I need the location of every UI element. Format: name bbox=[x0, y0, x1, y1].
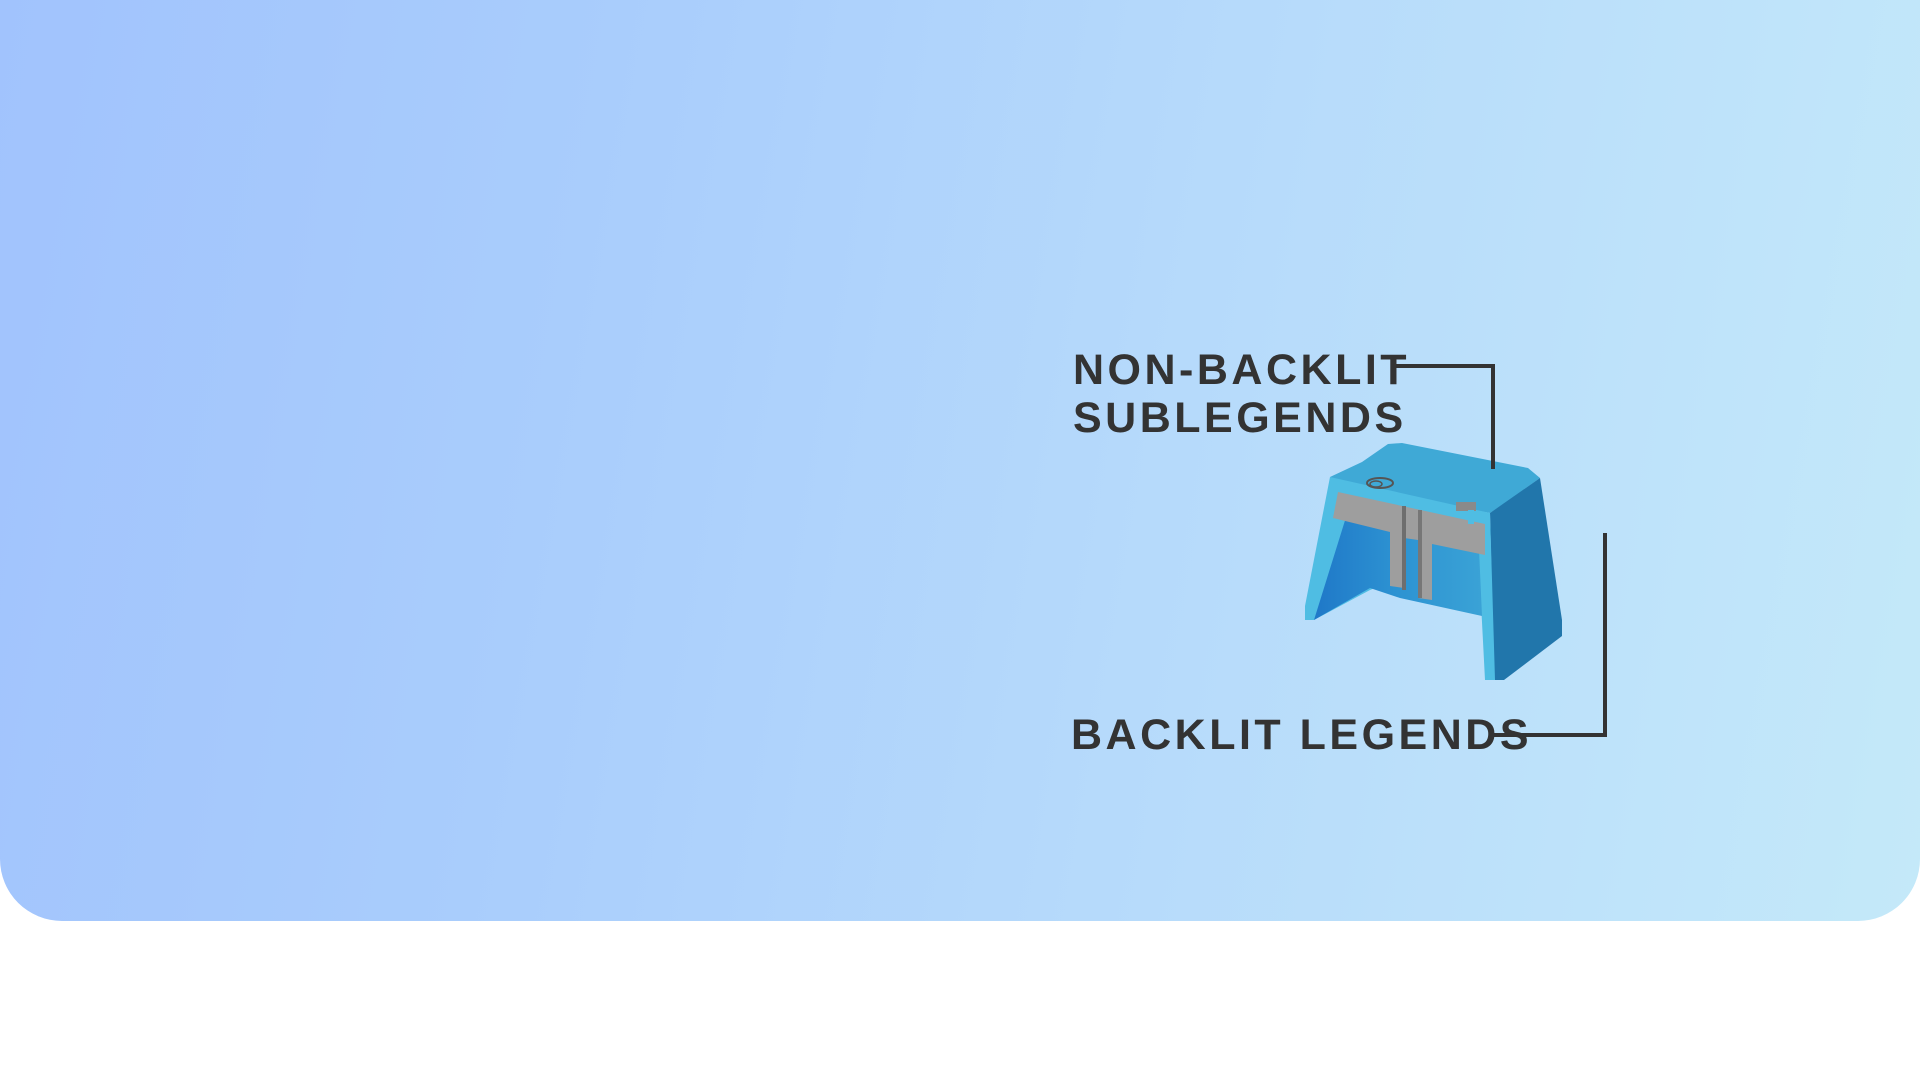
keycap-top bbox=[1330, 443, 1540, 513]
label-line: NON-BACKLIT bbox=[1073, 346, 1411, 394]
banner-background bbox=[0, 0, 1920, 921]
callout-line-non-backlit bbox=[1393, 364, 1495, 469]
keycap-right-side bbox=[1490, 478, 1562, 680]
non-backlit-sublegends-label: NON-BACKLIT SUBLEGENDS bbox=[1073, 346, 1410, 442]
backlit-legends-label: BACKLIT LEGENDS bbox=[1071, 711, 1532, 759]
callout-line-backlit bbox=[1489, 533, 1607, 737]
keycap-stem-bar bbox=[1333, 492, 1485, 600]
label-line: SUBLEGENDS bbox=[1073, 394, 1407, 442]
